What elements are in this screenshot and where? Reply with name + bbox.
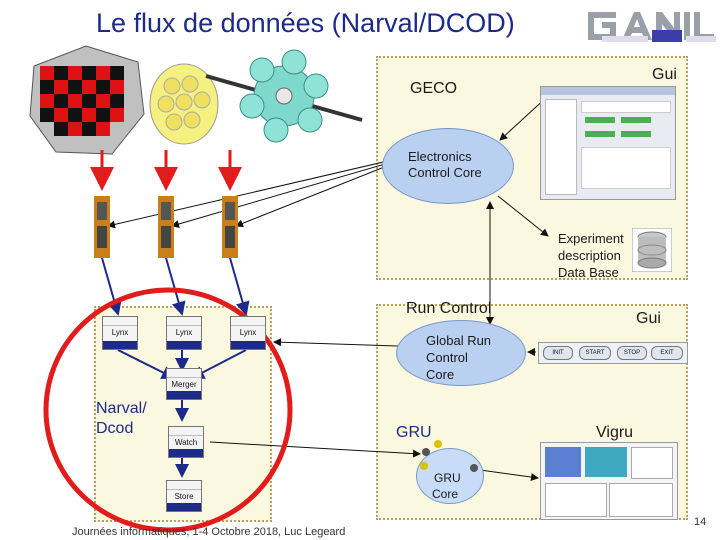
page-number: 14 [694, 516, 707, 528]
narval-node-merger: Merger [166, 368, 202, 400]
gru-core-line-1: GRU [434, 471, 461, 485]
gru-core-ellipse [416, 448, 484, 504]
experiment-db-line-1: Experiment [558, 231, 624, 246]
global-core-line-2: Control [426, 350, 468, 365]
yellow-detector-icon [149, 63, 219, 145]
global-core-line-3: Core [426, 367, 455, 382]
node-label: Lynx [111, 328, 129, 337]
global-run-control-core-ellipse [396, 320, 526, 386]
narval-label-line-2: Dcod [96, 420, 134, 437]
vigru-screenshot [540, 442, 678, 520]
node-label: Watch [174, 438, 198, 447]
experiment-db-line-2: description [558, 248, 621, 263]
start-button[interactable]: START [579, 346, 611, 360]
narval-node-watch: Watch [168, 426, 204, 458]
electronics-core-line-1: Electronics [408, 149, 472, 164]
geco-gui-screenshot [540, 86, 676, 200]
narval-label-line-1: Narval/ [96, 400, 147, 417]
electronics-board-1-icon [94, 196, 110, 258]
detector-images [29, 45, 363, 155]
page-title: Le flux de données (Narval/DCOD) [96, 8, 515, 38]
node-label: Store [174, 492, 194, 501]
gru-label: GRU [396, 424, 432, 441]
electronics-core-line-2: Control Core [408, 165, 482, 180]
footer-text: Journées informatiques, 1-4 Octobre 2018… [72, 526, 346, 538]
node-label: Lynx [175, 328, 193, 337]
checkered-detector-icon [29, 45, 145, 155]
experiment-db-line-3: Data Base [558, 265, 619, 280]
node-label: Lynx [239, 328, 257, 337]
narval-node-lynx-3: Lynx [230, 316, 266, 350]
vigru-label: Vigru [596, 424, 634, 441]
database-icon [632, 228, 672, 272]
stop-button[interactable]: STOP [617, 346, 647, 360]
electronics-board-2-icon [158, 196, 174, 258]
narval-node-lynx-1: Lynx [102, 316, 138, 350]
electronics-core-ellipse [382, 128, 514, 204]
narval-node-lynx-2: Lynx [166, 316, 202, 350]
exit-button[interactable]: EXIT [651, 346, 683, 360]
geco-gui-label: Gui [652, 66, 677, 83]
geco-label: GECO [410, 80, 458, 97]
narval-highlight-circle [43, 287, 293, 533]
init-button[interactable]: INIT [543, 346, 573, 360]
run-control-label: Run Control [406, 300, 492, 317]
node-label: Merger [171, 380, 197, 389]
teal-detector-icon [205, 49, 363, 143]
electronics-board-3-icon [222, 196, 238, 258]
gru-core-dots-icon [420, 440, 478, 472]
global-core-line-1: Global Run [426, 333, 492, 348]
narval-node-store: Store [166, 480, 202, 512]
run-control-gui-bar: INIT START STOP EXIT [538, 342, 688, 364]
gru-core-line-2: Core [432, 487, 459, 501]
run-control-gui-label: Gui [636, 310, 661, 327]
ganil-logo [582, 6, 718, 46]
